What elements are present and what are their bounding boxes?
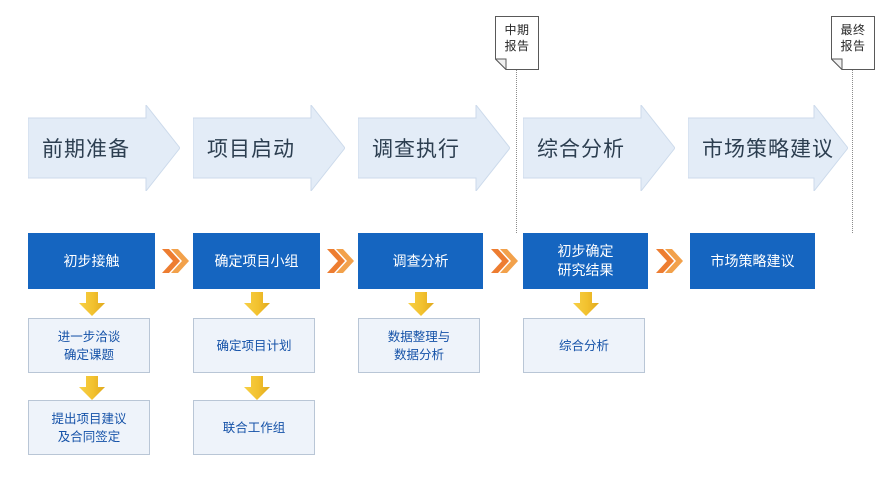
sub-box-4-1[interactable]: 综合分析	[523, 318, 645, 373]
down-arrow-1-sub2	[79, 376, 105, 405]
down-arrow-2-sub2	[244, 376, 270, 405]
right-arrow-icon	[28, 105, 180, 191]
sub-box-2-1[interactable]: 确定项目计划	[193, 318, 315, 373]
double-chevron-right-icon	[162, 249, 189, 273]
right-arrow-icon	[358, 105, 510, 191]
milestone-note-final[interactable]: 最终 报告	[831, 16, 875, 70]
stage-label: 前期准备	[42, 138, 130, 161]
down-arrow-3-sub1	[408, 292, 434, 321]
milestone-note-label: 最终 报告	[840, 23, 866, 53]
sub-box-2-2[interactable]: 联合工作组	[193, 400, 315, 455]
chevron-arrow-1-2	[161, 247, 189, 280]
stage-arrow-5[interactable]: 市场策略建议	[688, 105, 862, 191]
double-chevron-right-icon	[491, 249, 518, 273]
milestone-note-midterm[interactable]: 中期 报告	[495, 16, 539, 70]
milestone-guide-line-final	[852, 70, 853, 233]
right-arrow-icon	[523, 105, 675, 191]
step-box-3[interactable]: 调查分析	[358, 233, 483, 289]
step-box-4[interactable]: 初步确定 研究结果	[523, 233, 648, 289]
step-box-1[interactable]: 初步接触	[28, 233, 155, 289]
down-arrow-icon	[79, 292, 105, 316]
step-box-5[interactable]: 市场策略建议	[690, 233, 815, 289]
chevron-arrow-4-5	[655, 247, 683, 280]
stage-arrow-2[interactable]: 项目启动	[193, 105, 359, 191]
down-arrow-4-sub1	[573, 292, 599, 321]
down-arrow-2-sub1	[244, 292, 270, 321]
step-box-2[interactable]: 确定项目小组	[193, 233, 320, 289]
double-chevron-right-icon	[327, 249, 354, 273]
stage-label: 项目启动	[207, 138, 295, 161]
milestone-guide-line-midterm	[516, 70, 517, 233]
double-chevron-right-icon	[656, 249, 683, 273]
sub-box-1-2[interactable]: 提出项目建议 及合同签定	[28, 400, 150, 455]
chevron-arrow-3-4	[490, 247, 518, 280]
down-arrow-icon	[408, 292, 434, 316]
down-arrow-icon	[573, 292, 599, 316]
sub-box-1-1[interactable]: 进一步洽谈 确定课题	[28, 318, 150, 373]
stage-arrow-1[interactable]: 前期准备	[28, 105, 194, 191]
stage-label: 调查执行	[372, 138, 460, 161]
sub-box-3-1[interactable]: 数据整理与 数据分析	[358, 318, 480, 373]
stage-arrow-4[interactable]: 综合分析	[523, 105, 689, 191]
note-paper-icon	[495, 16, 539, 70]
down-arrow-icon	[244, 292, 270, 316]
right-arrow-icon	[688, 105, 848, 191]
down-arrow-icon	[79, 376, 105, 400]
down-arrow-icon	[244, 376, 270, 400]
right-arrow-icon	[193, 105, 345, 191]
chevron-arrow-2-3	[326, 247, 354, 280]
milestone-note-label: 中期 报告	[504, 23, 530, 53]
down-arrow-1-sub1	[79, 292, 105, 321]
note-paper-icon	[831, 16, 875, 70]
stage-label: 市场策略建议	[702, 138, 834, 161]
stage-arrow-3[interactable]: 调查执行	[358, 105, 524, 191]
stage-label: 综合分析	[537, 138, 625, 161]
